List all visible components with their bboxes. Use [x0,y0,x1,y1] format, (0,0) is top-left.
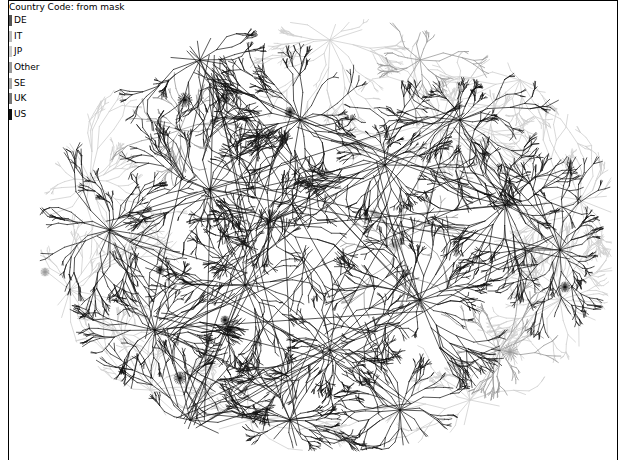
legend-label: SE [14,78,25,89]
legend-label: US [14,109,26,120]
network-branches [40,19,612,451]
legend-row: US [9,107,125,123]
legend-swatch [9,15,12,26]
legend-label: IT [14,31,22,42]
legend-swatch [9,109,12,120]
frame [9,1,618,460]
legend: Country Code: from maskDE IT JP OtherSE UK US [9,1,125,122]
legend-swatch [9,78,12,89]
legend-swatch [9,46,12,57]
legend-swatch [9,31,12,42]
legend-row: DE [9,13,125,29]
legend-label: UK [14,93,27,104]
network-branches [40,29,610,452]
legend-row: IT [9,29,125,45]
network-branches [40,19,612,450]
legend-row: Other [9,60,125,76]
legend-label: JP [14,46,22,57]
legend-row: SE [9,75,125,91]
legend-swatch [9,62,12,73]
legend-title: Country Code: from mask [9,1,125,13]
legend-row: UK [9,91,125,107]
legend-row: JP [9,44,125,60]
legend-label: Other [14,62,40,73]
legend-label: DE [14,15,27,26]
legend-swatch [9,93,12,104]
